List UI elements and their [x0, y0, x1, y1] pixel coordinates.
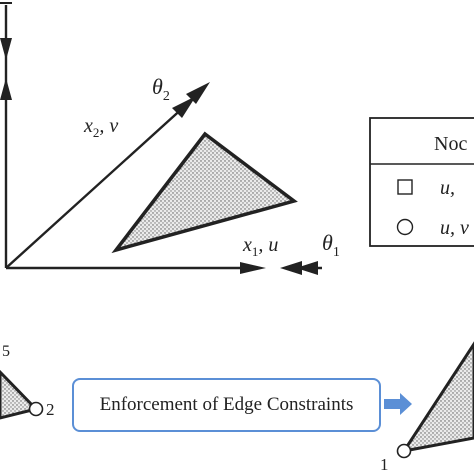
callout-arrow [384, 393, 412, 415]
left-node-label-2: 2 [46, 400, 55, 419]
x2-axis [5, 95, 197, 269]
left-node-label-5: 5 [2, 343, 10, 360]
vertical-axis-arrow-mid [0, 78, 12, 100]
callout-text: Enforcement of Edge Constraints [99, 394, 354, 415]
right-partial-triangle [400, 341, 474, 454]
circle-node-icon [396, 218, 414, 236]
legend-circle-text: u, v [440, 217, 469, 239]
right-node-1 [396, 443, 412, 459]
vertical-axis-arrow-top [0, 38, 12, 60]
right-node-label-1: 1 [380, 455, 389, 474]
legend-square-text: u, [440, 177, 455, 199]
edge-constraints-callout: Enforcement of Edge Constraints [72, 378, 381, 432]
legend-header: Noc [434, 133, 467, 155]
x1-label: x1, u [242, 234, 278, 259]
node-legend: Noc u, u, v [369, 117, 474, 247]
triangle-element [111, 131, 298, 254]
square-node-icon [397, 179, 413, 195]
x1-axis-arrowhead [240, 262, 266, 274]
theta1-label: θ1 [322, 230, 340, 260]
x2-label: x2, v [83, 115, 118, 140]
theta1-double-arrow-a [280, 261, 302, 275]
left-node-2 [28, 401, 44, 417]
left-partial-triangle [0, 369, 39, 420]
theta2-label: θ2 [152, 74, 170, 104]
